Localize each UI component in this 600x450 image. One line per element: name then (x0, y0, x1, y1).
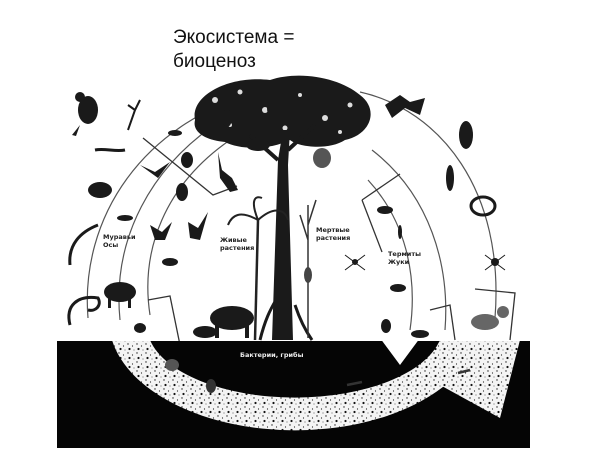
larva-icon (398, 225, 402, 239)
lizard-icon (94, 147, 126, 153)
label-dead-plants: Мертвые растения (316, 226, 350, 242)
label-living: Живые (220, 236, 247, 244)
label-ants-wasps: Муравьи Осы (103, 233, 136, 249)
beetle-icon-2 (381, 319, 391, 333)
wasp-nest-icon (181, 152, 193, 168)
title-line-1: Экосистема = (173, 27, 295, 48)
mantis-icon (127, 99, 141, 131)
worm-icon (346, 380, 363, 387)
label-beetles: Жуки (388, 258, 410, 266)
tick-icon (165, 359, 179, 371)
label-wasps: Осы (103, 241, 119, 249)
bat-icon (385, 95, 425, 118)
grub-icon (377, 206, 393, 214)
cassowary-icon (218, 152, 238, 192)
animal-silhouettes (67, 92, 509, 393)
ant-icon (117, 215, 133, 221)
label-living-plants: Живые растения (220, 236, 254, 252)
label-ants: Муравьи (103, 233, 136, 241)
sloth-icon (313, 148, 331, 168)
spider-icon (484, 254, 506, 271)
toucan-icon (222, 109, 232, 127)
label-plants: растения (220, 244, 255, 252)
frog-icon (88, 182, 112, 198)
woodpecker-icon (446, 165, 454, 191)
tree (194, 75, 371, 341)
soil-beetle-icon (206, 379, 216, 393)
label-bacteria-fungi: Бактерии, грибы (240, 351, 304, 359)
scorpion-icon-2 (411, 330, 429, 338)
moth-icon (150, 222, 172, 240)
jaguar-icon (246, 139, 270, 151)
anteater-icon (193, 326, 217, 338)
soil-ring (112, 341, 520, 431)
title-line-2: биоценоз (173, 51, 256, 72)
label-termites: Термиты (388, 250, 422, 258)
beetle-icon (176, 183, 188, 201)
owl-icon (459, 121, 473, 149)
bird-icon (140, 162, 170, 178)
diagram-title: Экосистема = биоценоз (173, 26, 294, 74)
label-dead: Мертвые (316, 226, 350, 234)
chameleon-icon (67, 295, 101, 326)
snake-icon (469, 195, 497, 217)
parrot-icon (72, 92, 98, 136)
monkey-icon (267, 96, 283, 120)
fly-icon (168, 130, 182, 136)
butterfly-icon (188, 212, 208, 240)
salamander-icon (68, 223, 99, 266)
inner-ring (147, 139, 413, 331)
larva-icon-2 (457, 368, 471, 375)
wild-cat-icon (471, 306, 509, 330)
label-dead-plants-2: растения (316, 234, 351, 242)
scorpion-icon (390, 284, 406, 292)
tapir-icon (210, 306, 254, 338)
mouse-icon (134, 323, 146, 333)
label-termites-beetles: Термиты Жуки (388, 250, 421, 266)
peccary-icon (104, 282, 136, 308)
fly-icon-2 (162, 258, 178, 266)
spider-icon-2 (344, 254, 366, 271)
